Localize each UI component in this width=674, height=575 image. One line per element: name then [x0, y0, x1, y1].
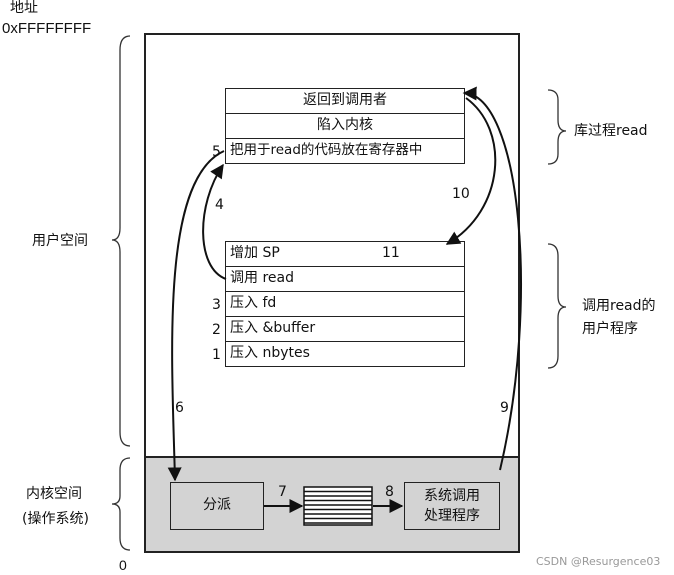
- handler-label-line1: 系统调用: [424, 488, 480, 504]
- arrow-step-9: [462, 86, 522, 471]
- dispatch-box: 分派: [170, 482, 264, 530]
- kernel-space-brace: [111, 457, 131, 551]
- step-4-label: 4: [215, 197, 224, 213]
- user-space-label: 用户空间: [32, 233, 88, 249]
- program-row-increment-sp: 增加 SP: [225, 241, 465, 267]
- address-value: 0xFFFFFFFF: [2, 20, 92, 37]
- handler-label-line2: 处理程序: [424, 508, 480, 524]
- user-program-brace: [547, 243, 567, 369]
- library-row-load-register: 把用于read的代码放在寄存器中: [225, 138, 465, 164]
- step-7-label: 7: [278, 484, 287, 500]
- step-3-label: 3: [212, 297, 221, 313]
- arrow-step-10: [445, 97, 497, 245]
- user-space-brace: [111, 35, 131, 447]
- library-procedure-label: 库过程read: [574, 123, 648, 139]
- syscall-handler-box: 系统调用 处理程序: [404, 482, 500, 530]
- dispatch-label: 分派: [203, 497, 231, 513]
- step-11-label: 11: [382, 245, 400, 261]
- step-8-label: 8: [385, 484, 394, 500]
- step-9-label: 9: [500, 400, 509, 416]
- dispatch-table: [303, 486, 373, 526]
- arrow-step-4: [202, 163, 227, 280]
- address-label: 地址: [10, 0, 38, 16]
- user-program-label-line2: 用户程序: [582, 321, 638, 337]
- program-row-push-fd: 压入 fd: [225, 291, 465, 317]
- step-6-label: 6: [175, 400, 184, 416]
- kernel-space-sublabel: (操作系统): [22, 511, 89, 527]
- step-2-label: 2: [212, 322, 221, 338]
- step-10-label: 10: [452, 186, 470, 202]
- library-row-trap: 陷入内核: [225, 113, 465, 139]
- program-row-push-buffer: 压入 &buffer: [225, 316, 465, 342]
- arrow-step-6: [167, 150, 225, 482]
- step-1-label: 1: [212, 347, 221, 363]
- step-5-label: 5: [212, 144, 221, 160]
- program-row-push-nbytes: 压入 nbytes: [225, 341, 465, 367]
- user-program-label-line1: 调用read的: [582, 298, 656, 314]
- bottom-address: 0: [119, 557, 127, 573]
- watermark: CSDN @Resurgence03: [536, 555, 661, 568]
- kernel-space-label: 内核空间: [26, 486, 82, 502]
- library-procedure-brace: [547, 89, 567, 165]
